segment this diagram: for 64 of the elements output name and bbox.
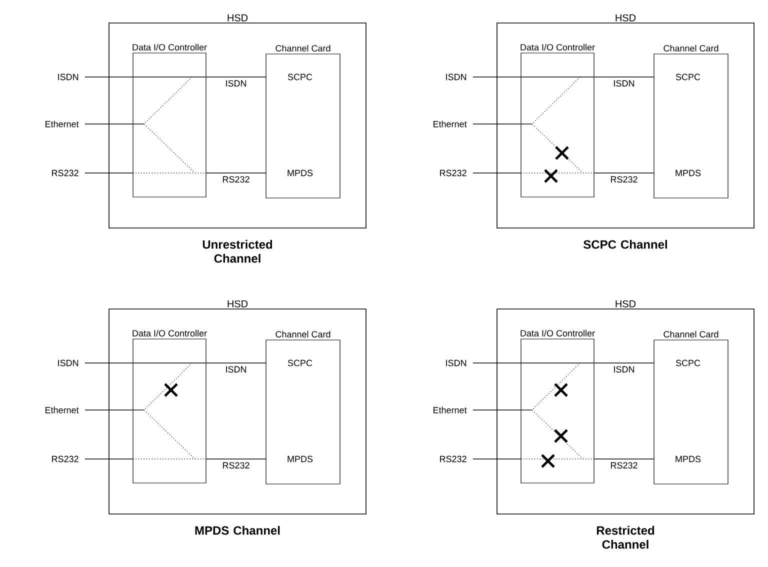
- port-label: Ethernet: [46, 406, 79, 414]
- port-label: Ethernet: [46, 120, 79, 128]
- port-label: RS232: [440, 170, 466, 176]
- connection-line: [206, 172, 266, 174]
- slot-label: MPDS: [676, 170, 701, 176]
- node-label: MPDS Channel: [195, 526, 280, 535]
- controller-box: Data I/O Controller: [520, 44, 595, 198]
- node-label: Channel Card: [664, 44, 718, 52]
- edge-label: ISDN: [224, 79, 248, 88]
- port-label: RS232: [440, 456, 466, 462]
- slot-label: SCPC: [288, 360, 312, 366]
- edge-label: ISDN: [612, 79, 636, 88]
- slot-label: SCPC: [676, 74, 700, 80]
- port-label: ISDN: [58, 74, 78, 80]
- node-label: HSD: [228, 300, 248, 308]
- connection-line: [84, 458, 134, 460]
- controller-box: Data I/O Controller: [132, 44, 207, 198]
- node-label: Channel Card: [664, 330, 718, 338]
- slot-label: SCPC: [288, 74, 312, 80]
- port-label: Ethernet: [434, 120, 467, 128]
- connection-line: [84, 172, 134, 174]
- controller-box: Data I/O Controller: [520, 330, 595, 484]
- node-label: Data I/O Controller: [132, 44, 207, 51]
- connection-line: [206, 76, 266, 78]
- node-label: Data I/O Controller: [520, 330, 595, 336]
- controller-box: Data I/O Controller: [132, 330, 207, 484]
- connection-line: [472, 458, 522, 460]
- connection-line: [84, 362, 134, 364]
- node-label: Channel Card: [276, 330, 330, 338]
- connection-line: [594, 76, 654, 78]
- edge-label: RS232: [221, 175, 251, 184]
- connection-line: [206, 458, 266, 460]
- slot-label: MPDS: [288, 456, 313, 462]
- port-label: ISDN: [58, 360, 78, 366]
- node-label: Data I/O Controller: [520, 44, 595, 51]
- node-label: HSD: [616, 300, 636, 308]
- edge-label: ISDN: [224, 365, 248, 374]
- edge-label: RS232: [609, 461, 639, 470]
- edge-label: RS232: [221, 461, 251, 470]
- slot-label: MPDS: [676, 456, 701, 462]
- slot-label: SCPC: [676, 360, 700, 366]
- connection-line: [472, 172, 522, 174]
- port-label: ISDN: [446, 74, 466, 80]
- edge-label: ISDN: [612, 365, 636, 374]
- edge-label: RS232: [609, 175, 639, 184]
- port-label: RS232: [52, 456, 78, 462]
- connection-line: [206, 362, 266, 364]
- node-label: SCPC Channel: [584, 240, 667, 249]
- connection-line: [84, 76, 134, 78]
- port-label: Ethernet: [434, 406, 467, 414]
- node-label: Channel Card: [276, 44, 330, 52]
- node-label: HSD: [616, 14, 636, 22]
- connection-line: [472, 76, 522, 78]
- node-label: Restricted Channel: [596, 526, 654, 549]
- connection-line: [594, 172, 654, 174]
- connection-line: [594, 362, 654, 364]
- connection-line: [594, 458, 654, 460]
- connection-line: [472, 362, 522, 364]
- slot-label: MPDS: [288, 170, 313, 176]
- node-label: Unrestricted Channel: [202, 240, 272, 263]
- port-label: RS232: [52, 170, 78, 176]
- node-label: HSD: [228, 14, 248, 22]
- port-label: ISDN: [446, 360, 466, 366]
- node-label: Data I/O Controller: [132, 330, 207, 336]
